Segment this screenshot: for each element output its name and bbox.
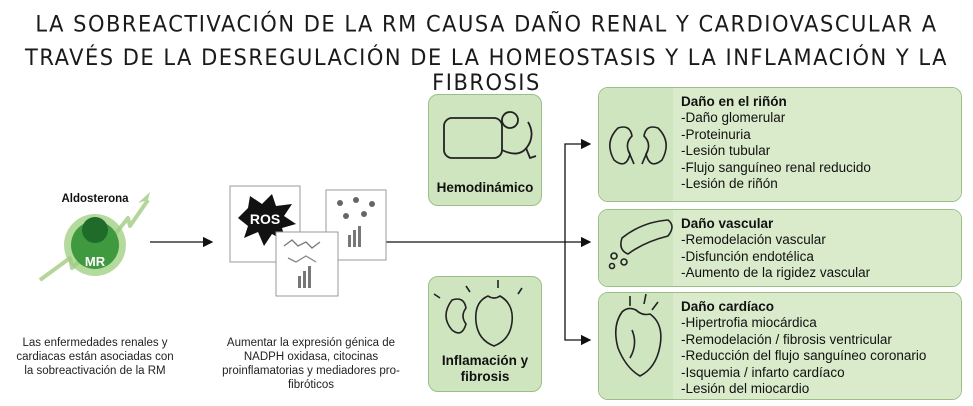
- vascular-damage-box: Daño vascular -Remodelación vascular -Di…: [598, 209, 962, 287]
- vascular-item: -Remodelación vascular: [681, 232, 826, 247]
- kidney-item: -Lesión tubular: [681, 143, 771, 158]
- gene-expression-card-icon: [275, 231, 339, 297]
- vascular-item: -Aumento de la rigidez vascular: [681, 265, 871, 280]
- cardiac-item: -Hipertrofia miocárdica: [681, 315, 817, 330]
- blood-vessel-icon: [608, 219, 673, 270]
- aldosterone-label: Aldosterona: [61, 193, 129, 205]
- cardiac-item: -Lesión del miocardio: [681, 381, 810, 396]
- middle-caption: Aumentar la expresión génica de NADPH ox…: [222, 337, 400, 391]
- kidney-item: -Flujo sanguíneo renal reducido: [681, 159, 871, 175]
- cardiac-damage-box: Daño cardíaco -Hipertrofia miocárdica -R…: [598, 292, 962, 400]
- kidney-item: -Lesión de riñón: [681, 176, 778, 191]
- cardiac-item: -Isquemia / infarto cardíaco: [681, 364, 845, 380]
- vascular-damage-heading: Daño vascular: [681, 216, 774, 231]
- arrow-to-cardiac: [564, 242, 592, 346]
- cardiac-item: -Remodelación / fibrosis ventricular: [681, 331, 892, 347]
- figure-title-line2: TRAVÉS DE LA DESREGULACIÓN DE LA HOMEOST…: [25, 44, 948, 96]
- kidney-item: -Daño glomerular: [681, 110, 786, 125]
- inflammation-fibrosis-label: Inflamación y fibrosis: [441, 353, 529, 384]
- mr-label: MR: [84, 254, 106, 269]
- heart-icon: [614, 293, 662, 377]
- arrow-to-kidney: [564, 138, 592, 242]
- cardiac-item: -Reducción del flujo sanguíneo coronario: [681, 348, 927, 363]
- left-caption: Las enfermedades renales y cardiacas est…: [16, 337, 174, 377]
- kidneys-icon: [609, 126, 667, 165]
- vascular-item: -Disfunción endotélica: [681, 248, 814, 264]
- kidney-item: -Proteinuria: [681, 126, 751, 142]
- inflammation-panel: [428, 276, 542, 392]
- figure-title-line1: LA SOBREACTIVACIÓN DE LA RM CAUSA DAÑO R…: [35, 11, 938, 37]
- ros-burst-icon: [229, 185, 301, 263]
- cardiac-damage-heading: Daño cardíaco: [681, 299, 775, 314]
- ros-label: ROS: [249, 211, 281, 227]
- hemodynamic-panel: [428, 94, 542, 206]
- mr-receptor-icon: [64, 214, 126, 276]
- kidney-damage-box: Daño en el riñón -Daño glomerular -Prote…: [598, 87, 962, 202]
- inflamed-kidney-heart-icon: [433, 280, 523, 347]
- hemodynamic-label: Hemodinámico: [436, 180, 534, 195]
- blood-pressure-monitor-icon: [443, 111, 537, 160]
- kidney-damage-heading: Daño en el riñón: [681, 94, 787, 109]
